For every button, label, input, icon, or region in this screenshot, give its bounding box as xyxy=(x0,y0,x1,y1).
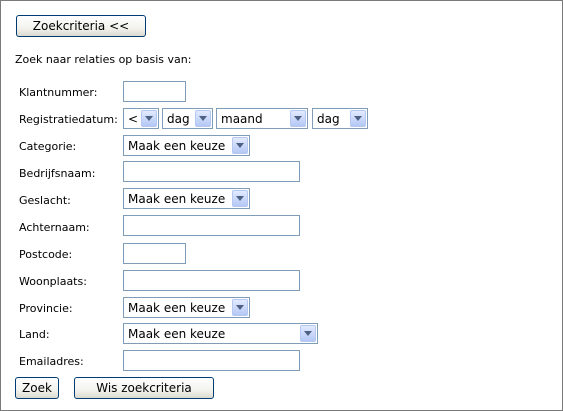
achternaam-label: Achternaam: xyxy=(19,221,90,234)
toggle-criteria-button[interactable]: Zoekcriteria << xyxy=(16,15,146,37)
registratiedatum-label: Registratiedatum: xyxy=(19,113,118,126)
chevron-down-icon xyxy=(141,110,157,127)
categorie-label: Categorie: xyxy=(19,140,77,153)
month-value: maand xyxy=(221,111,263,126)
provincie-select[interactable]: Maak een keuze xyxy=(123,297,250,318)
land-select[interactable]: Maak een keuze xyxy=(123,323,318,344)
operator-value: < xyxy=(128,111,139,126)
emailadres-input[interactable] xyxy=(123,350,300,371)
woonplaats-input[interactable] xyxy=(123,270,300,291)
year-value: dag xyxy=(317,111,340,126)
registratiedatum-year-select[interactable]: dag xyxy=(312,108,368,129)
bedrijfsnaam-label: Bedrijfsnaam: xyxy=(19,167,96,180)
registratiedatum-month-select[interactable]: maand xyxy=(216,108,308,129)
registratiedatum-day-select[interactable]: dag xyxy=(162,108,213,129)
chevron-down-icon xyxy=(195,110,211,127)
woonplaats-label: Woonplaats: xyxy=(19,275,87,288)
bedrijfsnaam-input[interactable] xyxy=(123,161,300,182)
chevron-down-icon xyxy=(232,137,248,154)
postcode-label: Postcode: xyxy=(19,248,73,261)
emailadres-label: Emailadres: xyxy=(19,355,84,368)
chevron-down-icon xyxy=(300,325,316,342)
categorie-value: Maak een keuze xyxy=(128,138,226,153)
land-value: Maak een keuze xyxy=(128,326,226,341)
klantnummer-label: Klantnummer: xyxy=(19,86,98,99)
intro-text: Zoek naar relaties op basis van: xyxy=(15,53,192,66)
provincie-value: Maak een keuze xyxy=(128,300,226,315)
chevron-down-icon xyxy=(290,110,306,127)
land-label: Land: xyxy=(19,328,50,341)
chevron-down-icon xyxy=(232,190,248,207)
klantnummer-input[interactable] xyxy=(123,81,186,102)
registratiedatum-operator-select[interactable]: < xyxy=(123,108,159,129)
geslacht-select[interactable]: Maak een keuze xyxy=(123,188,250,209)
chevron-down-icon xyxy=(350,110,366,127)
chevron-down-icon xyxy=(232,299,248,316)
provincie-label: Provincie: xyxy=(19,302,73,315)
day-value: dag xyxy=(167,111,190,126)
search-button[interactable]: Zoek xyxy=(15,377,59,399)
categorie-select[interactable]: Maak een keuze xyxy=(123,135,250,156)
achternaam-input[interactable] xyxy=(123,215,300,236)
postcode-input[interactable] xyxy=(123,243,186,264)
geslacht-label: Geslacht: xyxy=(19,194,71,207)
geslacht-value: Maak een keuze xyxy=(128,191,226,206)
clear-criteria-button[interactable]: Wis zoekcriteria xyxy=(74,377,214,399)
